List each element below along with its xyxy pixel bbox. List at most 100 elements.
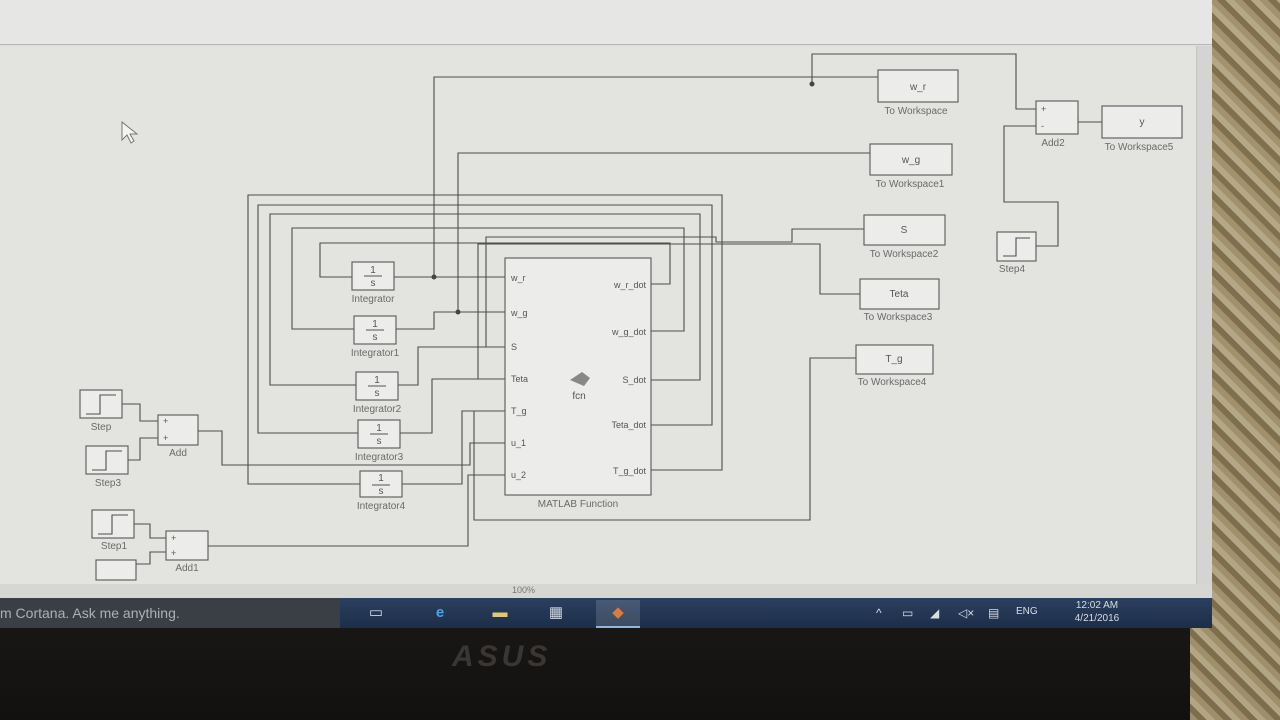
svg-text:+: + xyxy=(1041,104,1046,114)
fcn-input-u_2: u_2 xyxy=(511,470,526,480)
step3-block[interactable]: Step3 xyxy=(85,445,129,489)
svg-text:To Workspace: To Workspace xyxy=(884,106,948,117)
windows-taskbar: m Cortana. Ask me anything. ▭ e ▬ ▦ ◆ ^ … xyxy=(0,598,1212,628)
to-workspace-w_r[interactable]: w_r To Workspace xyxy=(877,69,959,117)
svg-text:+: + xyxy=(163,433,168,443)
block-diagram: 1 s Integrator 1 s Integrator1 1 s Integ… xyxy=(79,53,1183,581)
vertical-scrollbar[interactable] xyxy=(1196,46,1212,586)
integrator-block[interactable]: 1 s Integrator xyxy=(351,261,395,305)
to-workspace-y[interactable]: y To Workspace5 xyxy=(1101,105,1183,153)
status-bar: 100% xyxy=(0,584,1212,598)
integrator4-label: Integrator4 xyxy=(357,501,406,512)
svg-text:Step1: Step1 xyxy=(101,541,128,552)
integrator4-block[interactable]: 1 s Integrator4 xyxy=(357,470,406,512)
svg-text:Step3: Step3 xyxy=(95,478,122,489)
integrator-label: Integrator xyxy=(352,294,395,305)
integrator1-block[interactable]: 1 s Integrator1 xyxy=(351,315,400,359)
svg-text:Teta: Teta xyxy=(890,289,909,300)
edge-browser-icon[interactable]: e xyxy=(435,604,445,621)
svg-text:To Workspace2: To Workspace2 xyxy=(870,249,939,260)
svg-text:w_g: w_g xyxy=(901,155,920,166)
svg-text:y: y xyxy=(1140,117,1145,128)
svg-text:1: 1 xyxy=(374,375,380,386)
svg-text:1: 1 xyxy=(378,473,384,484)
svg-text:T_g: T_g xyxy=(885,354,902,365)
task-view-icon[interactable]: ▭ xyxy=(368,604,384,621)
svg-text:-: - xyxy=(1041,121,1044,131)
step2-block-partial[interactable] xyxy=(95,559,137,581)
volume-icon[interactable]: ◁× xyxy=(958,606,975,620)
step1-block[interactable]: Step1 xyxy=(91,509,135,552)
fcn-input-Teta: Teta xyxy=(511,374,528,384)
clock-date: 4/21/2016 xyxy=(1074,613,1120,624)
clock-time: 12:02 AM xyxy=(1075,600,1119,611)
matlab-logo-icon xyxy=(570,372,590,386)
action-center-icon[interactable]: ▤ xyxy=(988,606,1000,620)
fcn-output-w_g_dot: w_g_dot xyxy=(611,327,647,337)
svg-text:To Workspace4: To Workspace4 xyxy=(858,377,927,388)
svg-text:Add: Add xyxy=(169,448,187,459)
fcn-output-Teta_dot: Teta_dot xyxy=(611,420,646,430)
integrator1-label: Integrator1 xyxy=(351,348,400,359)
svg-text:w_r: w_r xyxy=(909,82,927,93)
cortana-search-box[interactable]: m Cortana. Ask me anything. xyxy=(0,598,340,628)
fcn-input-w_g: w_g xyxy=(510,308,528,318)
chevron-up-icon[interactable]: ^ xyxy=(876,606,882,620)
zoom-level: 100% xyxy=(512,585,536,595)
matlab-function-label: MATLAB Function xyxy=(538,499,618,510)
svg-text:s: s xyxy=(375,388,380,399)
asus-logo: ASUS xyxy=(452,640,552,673)
svg-text:1: 1 xyxy=(372,319,378,330)
matlab-function-block[interactable]: w_r w_g S Teta T_g u_1 u_2 w_r_dot w_g_d… xyxy=(504,257,652,510)
fcn-output-w_r_dot: w_r_dot xyxy=(613,280,647,290)
fcn-output-T_g_dot: T_g_dot xyxy=(613,466,647,476)
svg-text:Add1: Add1 xyxy=(175,563,199,574)
svg-text:+: + xyxy=(171,533,176,543)
store-icon[interactable]: ▦ xyxy=(548,604,564,621)
svg-text:+: + xyxy=(171,548,176,558)
to-workspace-w_g[interactable]: w_g To Workspace1 xyxy=(869,143,953,190)
to-workspace-S[interactable]: S To Workspace2 xyxy=(863,214,946,260)
search-placeholder: m Cortana. Ask me anything. xyxy=(0,605,180,621)
svg-text:Add2: Add2 xyxy=(1041,138,1065,149)
svg-text:s: s xyxy=(377,436,382,447)
svg-text:To Workspace1: To Workspace1 xyxy=(876,179,945,190)
svg-text:1: 1 xyxy=(370,265,376,276)
add-block[interactable]: + + Add xyxy=(157,414,199,459)
language-indicator[interactable]: ENG xyxy=(1016,606,1038,617)
integrator2-label: Integrator2 xyxy=(353,404,402,415)
battery-icon[interactable]: ▭ xyxy=(902,606,914,620)
svg-text:To Workspace3: To Workspace3 xyxy=(864,312,933,323)
fcn-name: fcn xyxy=(572,391,585,402)
svg-text:s: s xyxy=(371,278,376,289)
taskbar-clock[interactable]: 12:02 AM 4/21/2016 xyxy=(1062,599,1132,625)
mouse-cursor-icon xyxy=(121,120,139,144)
integrator2-block[interactable]: 1 s Integrator2 xyxy=(353,371,402,415)
to-workspace-Teta[interactable]: Teta To Workspace3 xyxy=(859,278,940,323)
integrator3-block[interactable]: 1 s Integrator3 xyxy=(355,419,404,463)
add2-block[interactable]: + - Add2 xyxy=(1035,100,1079,149)
svg-text:s: s xyxy=(379,486,384,497)
fcn-output-S_dot: S_dot xyxy=(622,375,646,385)
step4-block[interactable]: Step4 xyxy=(996,231,1037,275)
signal-wires xyxy=(122,53,1102,565)
fcn-input-T_g: T_g xyxy=(511,406,527,416)
svg-text:S: S xyxy=(901,225,908,236)
screen: 1 s Integrator 1 s Integrator1 1 s Integ… xyxy=(0,0,1212,628)
svg-text:Step: Step xyxy=(91,422,112,433)
svg-text:To Workspace5: To Workspace5 xyxy=(1105,142,1174,153)
wifi-icon[interactable]: ◢ xyxy=(930,606,940,620)
svg-text:s: s xyxy=(373,332,378,343)
fcn-input-u_1: u_1 xyxy=(511,438,526,448)
svg-text:+: + xyxy=(163,416,168,426)
add1-block[interactable]: + + Add1 xyxy=(165,530,209,574)
fcn-input-S: S xyxy=(511,342,517,352)
integrator3-label: Integrator3 xyxy=(355,452,404,463)
step-block[interactable]: Step xyxy=(79,389,123,433)
file-explorer-icon[interactable]: ▬ xyxy=(492,604,508,621)
window-top-bar xyxy=(0,0,1212,45)
svg-text:Step4: Step4 xyxy=(999,264,1026,275)
to-workspace-T_g[interactable]: T_g To Workspace4 xyxy=(855,344,934,388)
matlab-taskbar-icon[interactable]: ◆ xyxy=(596,600,640,628)
fcn-input-w_r: w_r xyxy=(510,273,526,283)
